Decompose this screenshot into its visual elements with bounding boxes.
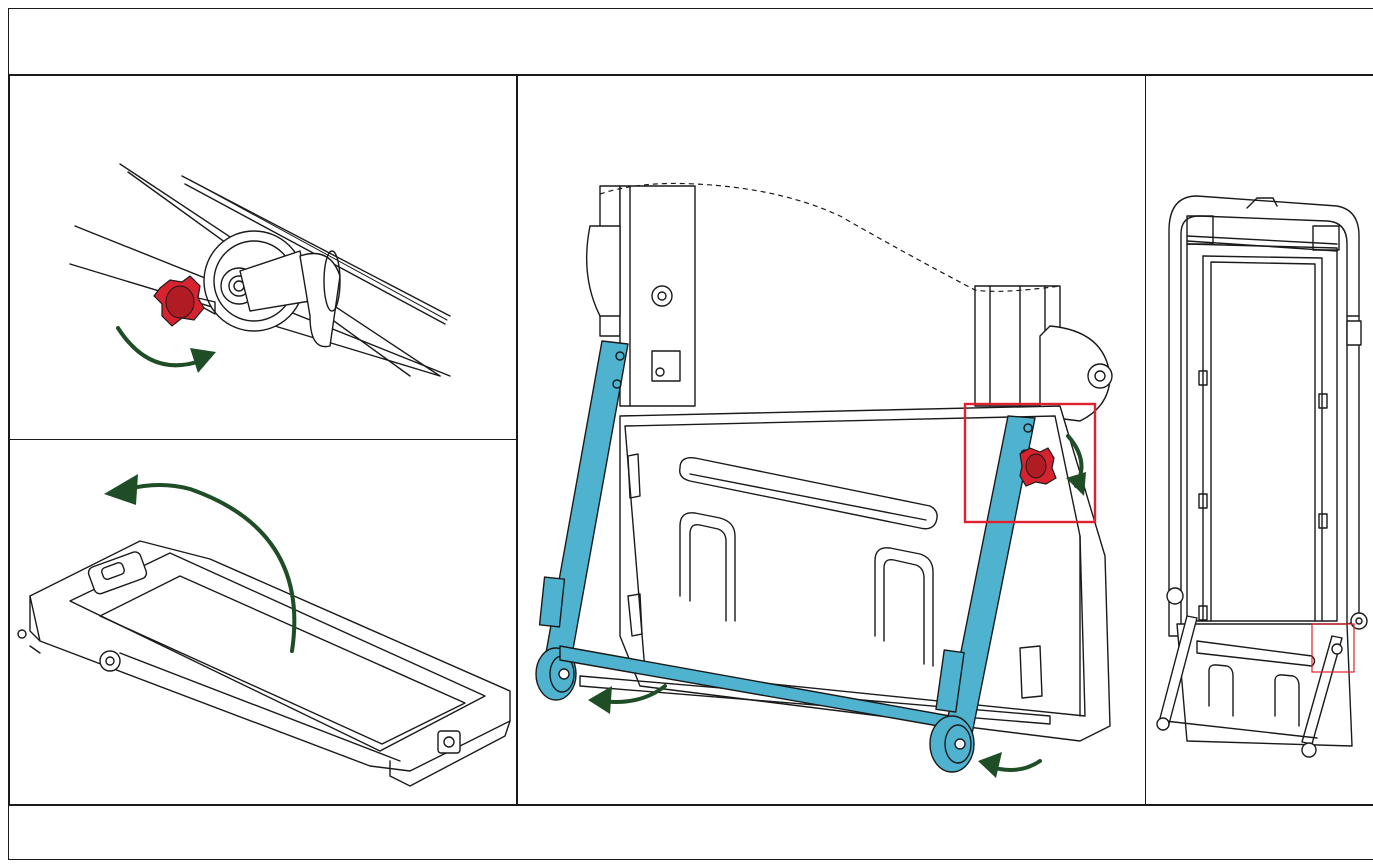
highlight-box [963,402,1097,524]
support-legs-unfold-icon [535,182,1113,778]
divider-right [1145,74,1146,806]
divider-left [516,74,518,806]
red-knob [153,275,216,327]
divider-left-horizontal [8,439,518,440]
highlight-box-small [1311,623,1355,673]
panel-upright-view [1156,195,1368,758]
figure-area [8,74,1373,806]
panel-support-legs [535,182,1113,778]
panel-knob-loosen [69,163,451,377]
panel-fold-deck [17,474,511,787]
upright-stored-treadmill-icon [1156,195,1368,758]
fold-deck-up-icon [17,474,511,787]
red-knob [1019,447,1057,487]
knob-loosen-icon [69,163,451,377]
